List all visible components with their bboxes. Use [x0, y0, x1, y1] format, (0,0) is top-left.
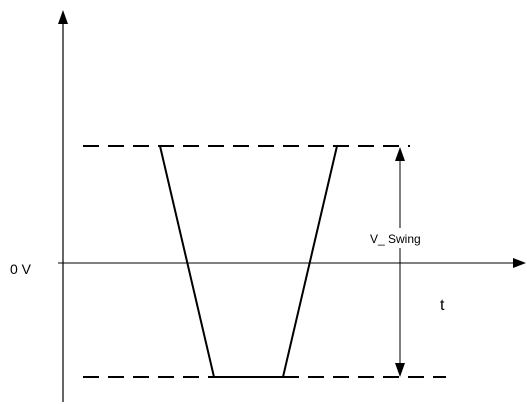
signal-waveform [159, 145, 338, 378]
zero-volt-label: 0 V [10, 261, 32, 277]
time-axis-arrowhead [513, 258, 526, 268]
time-label: t [440, 297, 445, 314]
swing-arrowhead-top [395, 147, 405, 161]
y-axis-arrowhead [58, 10, 68, 24]
swing-label: V_ Swing [370, 232, 421, 246]
swing-arrowhead-bottom [395, 363, 405, 377]
swing-label-background [368, 228, 444, 248]
